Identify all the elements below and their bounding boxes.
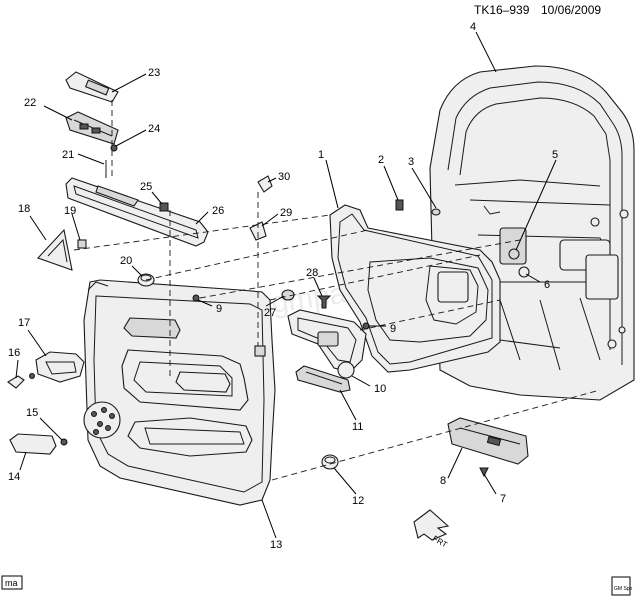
screw-7 [479, 467, 489, 478]
callout-28: 28 [306, 267, 318, 279]
inside-handle [287, 309, 367, 379]
callout-14: 14 [8, 471, 20, 483]
alignment-lines [73, 100, 601, 481]
handle-bezel [295, 365, 351, 393]
callout-9b: 9 [390, 323, 396, 335]
gm-logo-text: GM Spo [614, 586, 633, 592]
callout-19: 19 [64, 205, 76, 217]
callout-9a: 9 [216, 303, 222, 315]
callout-26: 26 [212, 205, 224, 217]
callout-5: 5 [552, 149, 558, 161]
callout-16: 16 [8, 347, 20, 359]
gm-logo-icon: GM Spo [611, 576, 633, 596]
callout-1: 1 [318, 149, 324, 161]
callout-10: 10 [374, 383, 386, 395]
cover-16 [7, 375, 25, 389]
callout-29: 29 [280, 207, 292, 219]
leader-lines [15, 31, 557, 539]
frt-label: FRT [431, 534, 449, 550]
pin-28 [316, 295, 332, 309]
callout-13: 13 [270, 539, 282, 551]
callout-labels: 1 2 3 4 5 6 7 8 9 9 10 11 12 13 14 15 16… [8, 21, 558, 551]
callout-11: 11 [352, 421, 363, 433]
callout-18: 18 [18, 203, 30, 215]
mirror-cover [37, 228, 73, 271]
bracket-30 [257, 175, 273, 193]
screw-9a [192, 294, 200, 302]
callout-22: 22 [24, 97, 36, 109]
callout-30: 30 [278, 171, 290, 183]
callout-15: 15 [26, 407, 38, 419]
door-trim-panel [83, 279, 276, 506]
reflector-14 [9, 433, 57, 455]
front-direction-arrow: FRT [413, 509, 450, 550]
callout-12: 12 [352, 495, 364, 507]
pull-handle-cup [35, 351, 85, 383]
callout-8: 8 [440, 475, 446, 487]
door-lock-switch [447, 417, 529, 465]
window-switch [65, 111, 119, 145]
callout-3: 3 [408, 156, 414, 168]
clip-2 [395, 199, 404, 211]
callout-17: 17 [18, 317, 30, 329]
switch-bezel [65, 71, 119, 103]
armrest [65, 177, 209, 247]
callout-7: 7 [500, 493, 506, 505]
fastener-25 [159, 202, 169, 212]
callout-20: 20 [120, 255, 132, 267]
clip-5 [508, 248, 520, 260]
callout-27: 27 [264, 307, 276, 319]
callout-25: 25 [140, 181, 152, 193]
water-deflector [329, 204, 501, 373]
callout-21: 21 [62, 149, 74, 161]
clip-19 [77, 239, 87, 249]
footer-tag: ma [5, 578, 18, 588]
footer-tag-box: ma [1, 575, 23, 590]
callout-23: 23 [148, 67, 160, 79]
callout-4: 4 [470, 21, 476, 33]
plug-12 [321, 454, 339, 470]
screw-24 [110, 144, 118, 152]
screw-15 [29, 373, 68, 446]
clip-6 [518, 266, 530, 278]
callout-6: 6 [544, 279, 550, 291]
diagram-date: 10/06/2009 [541, 3, 601, 17]
callout-24: 24 [148, 123, 160, 135]
callout-2: 2 [378, 154, 384, 166]
diagram-code: TK16–939 [474, 3, 530, 17]
clip-3 [431, 208, 441, 216]
